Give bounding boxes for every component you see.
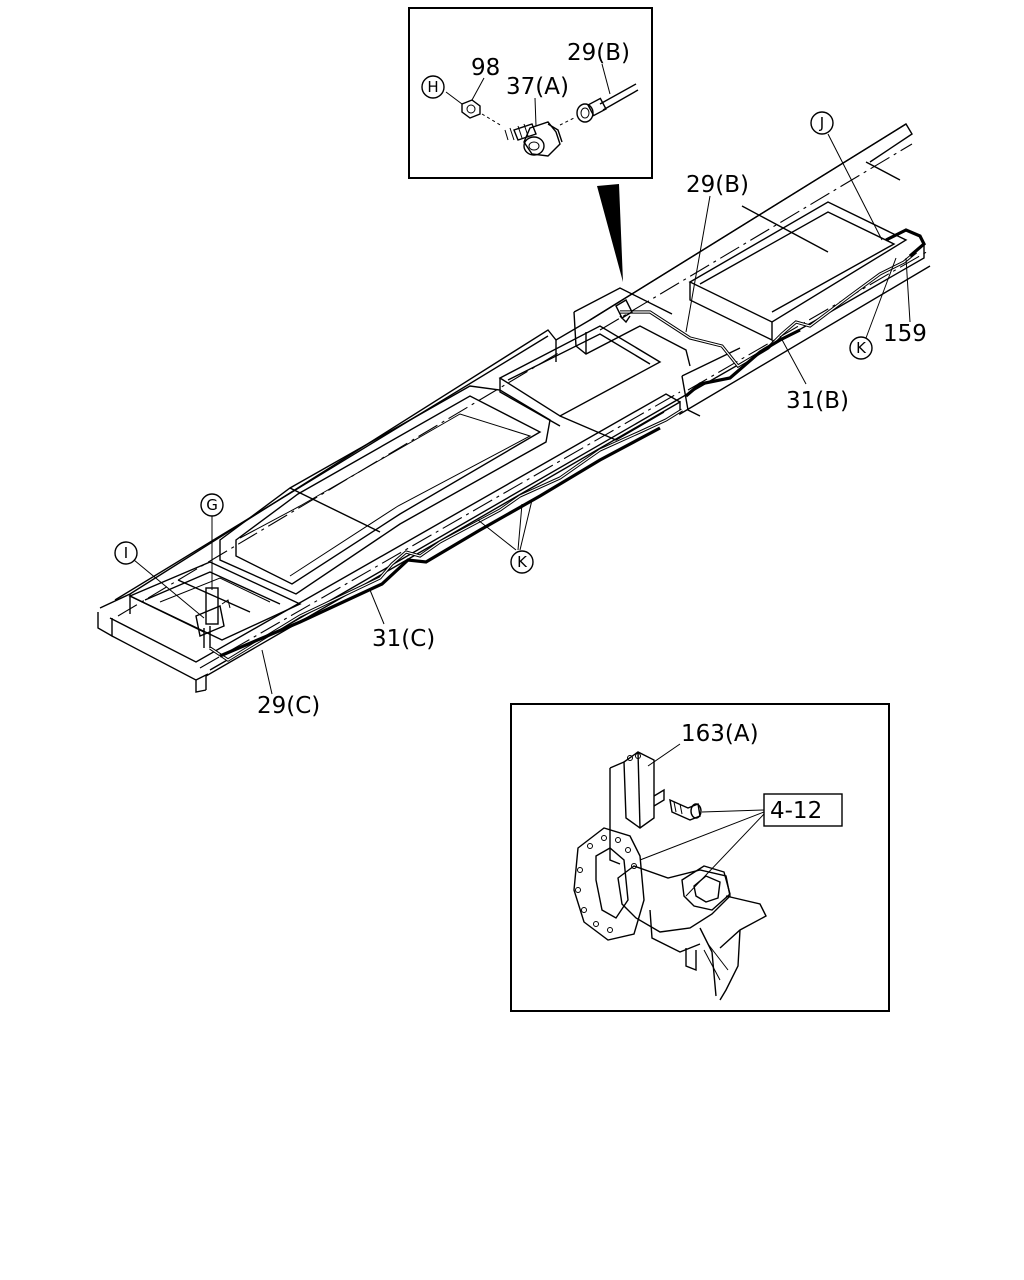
label-29b-main: 29(B) xyxy=(686,172,749,198)
callout-h-circle xyxy=(421,75,445,99)
callout-i: I xyxy=(124,544,128,562)
brake-pipes xyxy=(209,228,926,662)
bolt xyxy=(669,798,702,821)
detail-pointer xyxy=(597,184,623,282)
axle-housing xyxy=(617,865,767,1001)
union-fitting-37a xyxy=(504,121,563,157)
label-98: 98 xyxy=(471,55,500,81)
flare-nut xyxy=(576,97,607,123)
label-29b-inset: 29(B) xyxy=(567,40,630,66)
chassis-frame xyxy=(97,123,931,693)
callouts-main: J K 159 29(B) 31(B) K G I 31(C) 29(C) xyxy=(114,111,927,719)
label-4-12: 4-12 xyxy=(770,798,822,824)
callout-k-right: K xyxy=(856,339,867,357)
label-163a: 163(A) xyxy=(681,721,759,747)
callout-h: H xyxy=(427,78,438,96)
label-159: 159 xyxy=(883,321,927,347)
callout-k-mid: K xyxy=(517,553,528,571)
inset-axle-bracket: 163(A) 4-12 xyxy=(510,703,890,1012)
label-37a: 37(A) xyxy=(506,74,569,100)
callout-j: J xyxy=(819,114,824,132)
label-31c: 31(C) xyxy=(372,626,435,652)
inset-pipe-fitting: H 98 37(A) 29(B) xyxy=(408,7,653,179)
axle-flange xyxy=(573,827,645,941)
label-29c: 29(C) xyxy=(257,693,320,719)
callout-g: G xyxy=(206,496,218,514)
bracket-163a xyxy=(609,751,665,865)
label-31b: 31(B) xyxy=(786,388,849,414)
